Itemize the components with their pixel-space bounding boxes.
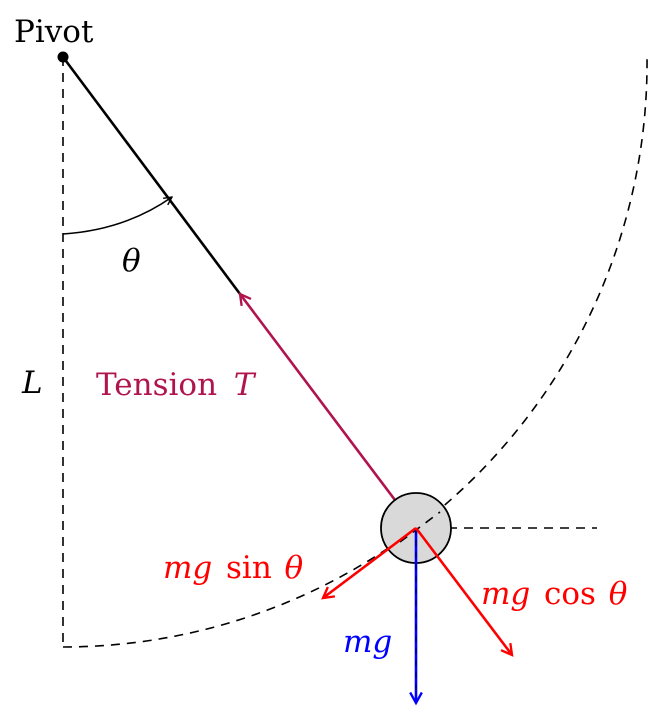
mg-cos-theta: θ bbox=[609, 576, 628, 612]
pendulum-rod bbox=[61, 56, 242, 295]
mg-sin-theta-arrow bbox=[323, 526, 417, 598]
pivot-label: Pivot bbox=[14, 14, 94, 50]
tension-arrow bbox=[240, 294, 418, 529]
mg-sin-mg: mg bbox=[163, 550, 212, 586]
tension-variable: T bbox=[234, 367, 257, 403]
pivot-point bbox=[57, 51, 69, 63]
length-label: L bbox=[21, 365, 43, 401]
arc-through-bob bbox=[399, 511, 441, 543]
mg-cos-fn: cos bbox=[544, 576, 596, 612]
mg-cos-theta-label: mg cos θ bbox=[481, 576, 628, 612]
tension-label: Tension T bbox=[96, 367, 257, 403]
mg-sin-theta-label: mg sin θ bbox=[163, 550, 304, 586]
mg-cos-theta-arrow bbox=[414, 527, 512, 655]
tension-word: Tension bbox=[96, 367, 217, 403]
swing-arc bbox=[62, 56, 648, 648]
mg-cos-mg: mg bbox=[481, 576, 530, 612]
mg-sin-fn: sin bbox=[226, 550, 272, 586]
mg-sin-theta: θ bbox=[285, 550, 304, 586]
theta-label: θ bbox=[122, 243, 141, 279]
mg-label: mg bbox=[343, 624, 392, 660]
theta-angle-arc bbox=[62, 197, 172, 235]
